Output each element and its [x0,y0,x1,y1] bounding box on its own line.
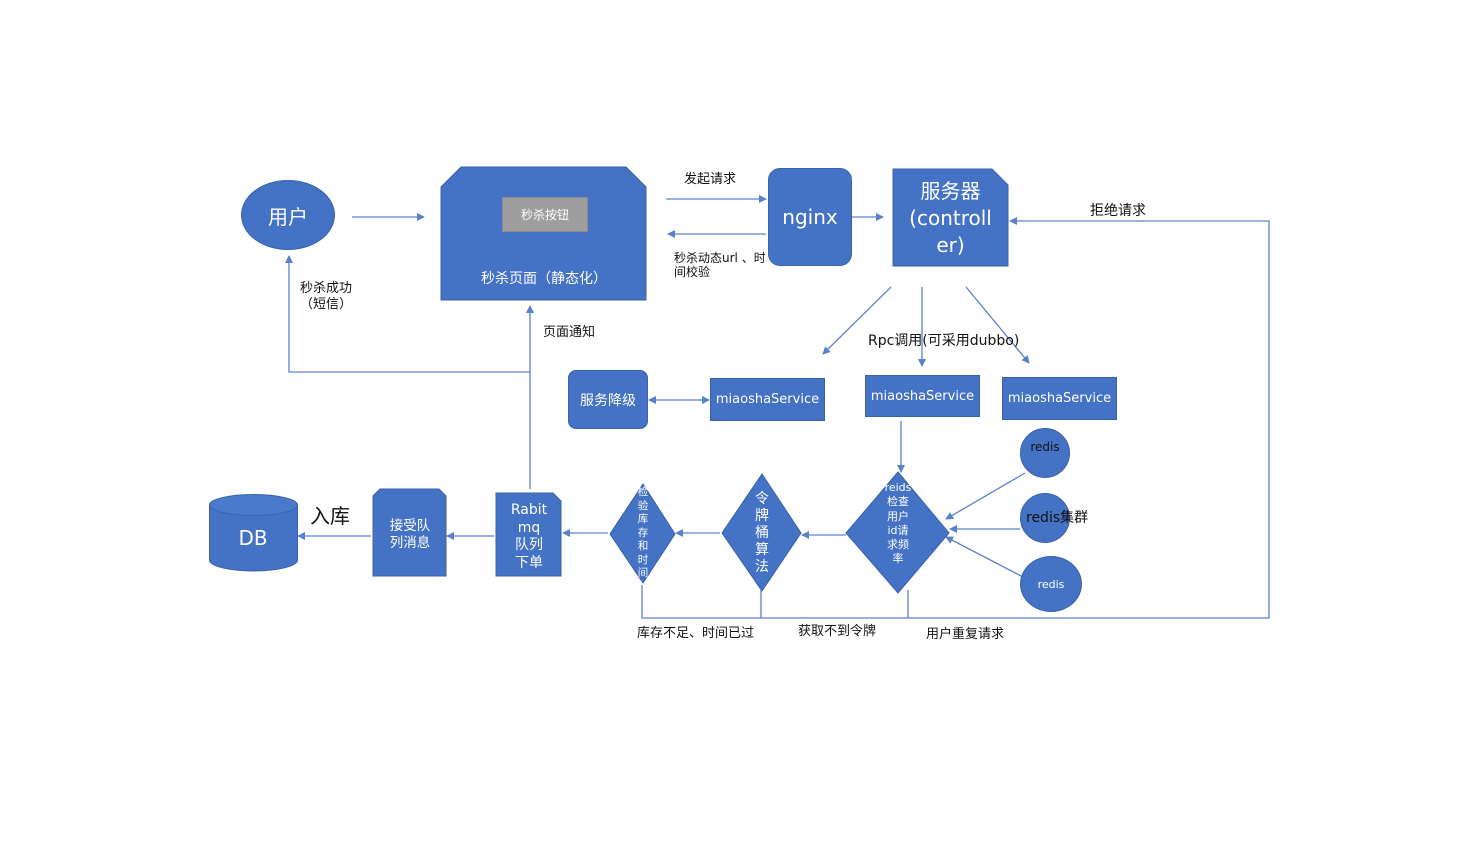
token-bucket-label: 令 牌 桶 算 法 [755,491,769,575]
dynamic-url-label: 秒杀动态url 、时 间校验 [674,251,766,279]
seckill-page-label: 秒杀页面（静态化） [481,271,607,287]
rpc-call-label: Rpc调用(可采用dubbo) [868,333,1020,349]
miaosha-service-left-label: miaoshaService [715,392,820,407]
arrow-reject-to-server [641,217,1270,619]
db-label: DB [238,526,268,550]
service-degrade-label: 服务降级 [580,392,636,409]
consume-queue-label: 接受队 列消息 [389,518,431,551]
redis-top-node: redis [1020,428,1070,478]
user-label: 用户 [268,204,308,229]
no-token-label: 获取不到令牌 [798,624,877,639]
redis-top-label: redis [1030,440,1060,454]
seckill-success-label: 秒杀成功 （短信） [300,281,353,312]
service-degrade-node: 服务降级 [568,370,648,429]
arrow-redis-top-to-check [945,472,1026,520]
miaosha-service-middle-label: miaoshaService [870,388,975,404]
check-stock-diamond [609,483,676,584]
seckill-page-shape [440,166,647,301]
arrow-mq-to-user [285,255,531,489]
rabbitmq-shape [495,492,562,577]
arrow-redis-bottom-to-check [945,536,1024,578]
check-user-label: reids 检查 用户 id请 求频 率 [884,481,912,566]
miaosha-service-middle: miaoshaService [865,375,980,417]
miaosha-service-left: miaoshaService [710,378,825,421]
reject-request-label: 拒绝请求 [1090,203,1146,219]
redis-cluster-label: redis集群 [1026,510,1089,526]
stock-insufficient-label: 库存不足、时间已过 [637,626,755,641]
server-label: 服务器 (controll er) [909,179,992,257]
duplicate-request-label: 用户重复请求 [926,627,1005,642]
redis-bottom-label: redis [1037,577,1065,591]
to-db-label: 入库 [310,504,350,528]
check-user-diamond [845,471,950,594]
nginx-label: nginx [782,205,838,229]
seckill-button[interactable]: 秒杀按钮 [502,197,588,232]
redis-cluster-node [1020,493,1070,543]
seckill-button-label: 秒杀按钮 [520,208,569,222]
miaosha-service-right-label: miaoshaService [1007,391,1112,406]
consume-queue-shape [372,488,447,577]
nginx-node: nginx [768,168,852,266]
arrow-server-to-service-right [965,286,1030,364]
token-bucket-diamond [721,473,802,592]
arrow-server-to-service-left [822,286,892,355]
check-stock-label: 检 验 库 存 和 时 间 [637,486,649,579]
db-cylinder [209,494,298,572]
user-node: 用户 [241,180,335,250]
miaosha-service-right: miaoshaService [1002,377,1117,420]
send-request-label: 发起请求 [684,172,737,187]
rabbitmq-label: Rabit mq 队列 下单 [510,502,548,571]
redis-bottom-node: redis [1020,556,1082,612]
server-shape [892,168,1009,267]
page-notify-label: 页面通知 [543,325,596,340]
